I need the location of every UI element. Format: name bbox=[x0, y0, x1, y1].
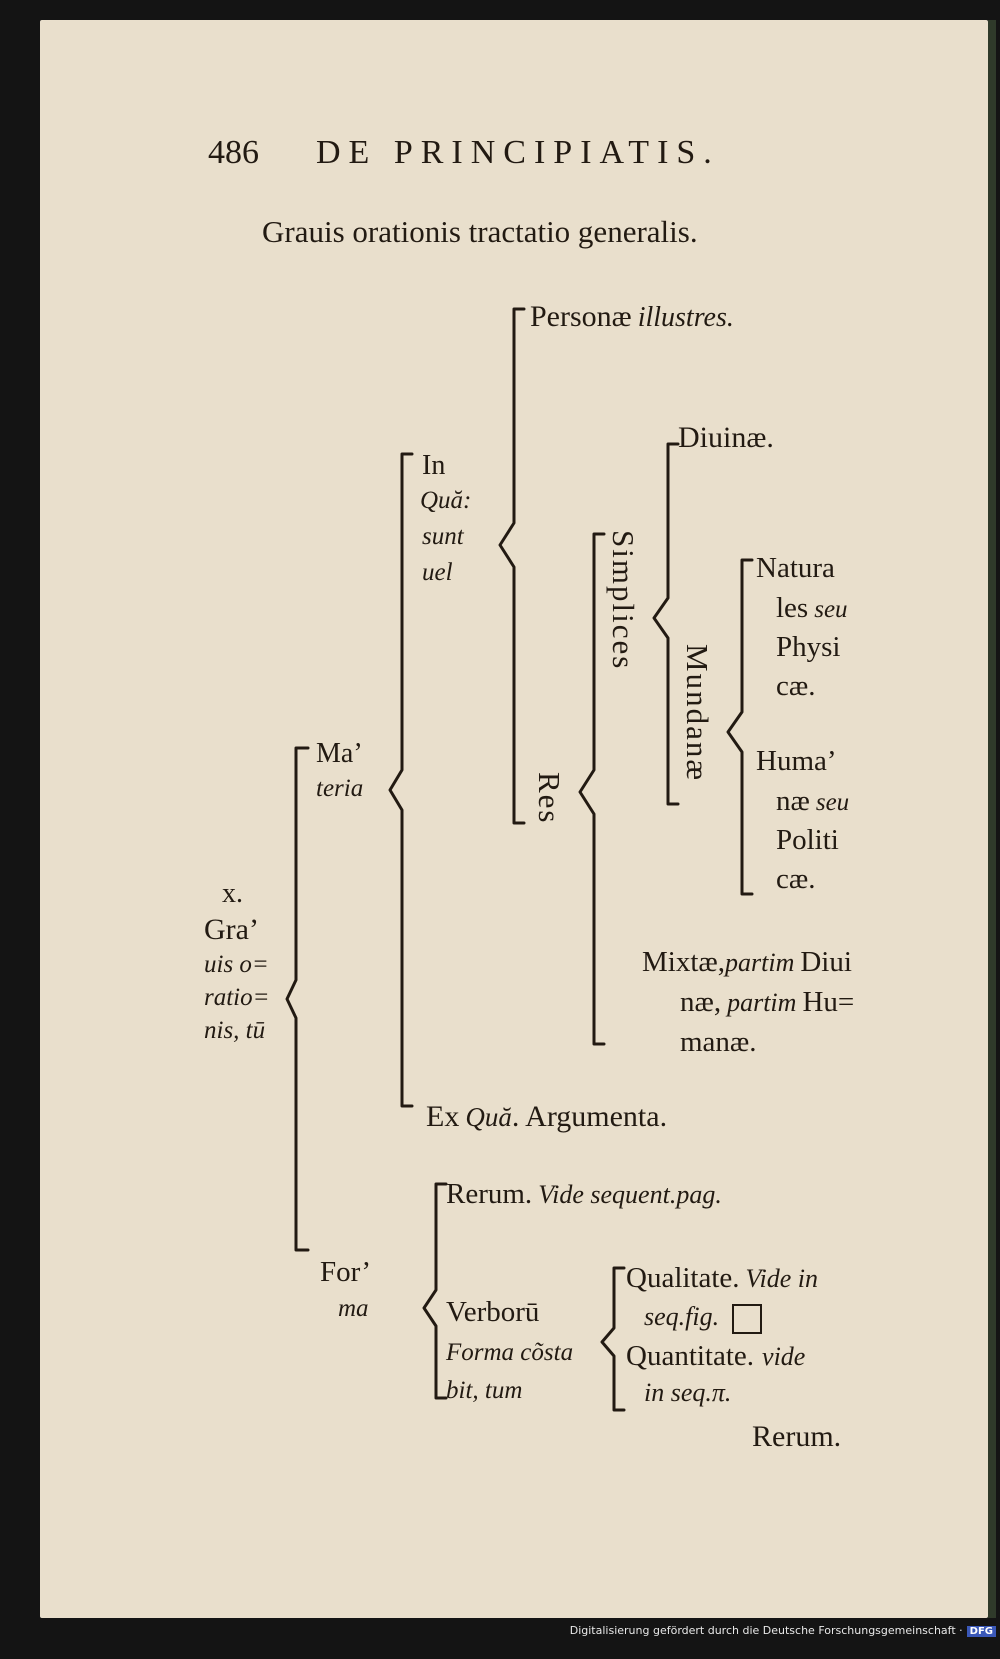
footer-credit: Digitalisierung gefördert durch die Deut… bbox=[0, 1624, 996, 1637]
verborum-label-1: Verborū bbox=[446, 1296, 540, 1328]
rerum-text: Rerum. bbox=[446, 1178, 533, 1210]
mixtae-partim-1: partim bbox=[725, 948, 795, 977]
personae-text: Personæ bbox=[530, 300, 632, 333]
mixtae-partim-2: partim bbox=[727, 988, 797, 1017]
in-qua-label-4: uel bbox=[422, 559, 453, 586]
mixtae-label-3: manæ. bbox=[680, 1026, 757, 1058]
qualitate-label-2: seq.fig. bbox=[644, 1302, 720, 1331]
humanae-seu: seu bbox=[815, 789, 850, 816]
in-qua-label-1: In bbox=[422, 450, 446, 481]
brace-res bbox=[572, 530, 606, 1048]
naturales-label-3: Physi bbox=[776, 631, 841, 663]
brace-materia bbox=[384, 450, 414, 1110]
diuinae-label: Diuinæ. bbox=[678, 421, 774, 454]
qualitate-label-1: Qualitate.Vide in bbox=[626, 1264, 818, 1293]
rerum-italic: Vide sequent.pag. bbox=[538, 1180, 722, 1209]
root-label-1: x. bbox=[222, 878, 243, 909]
mixtae-hu: Hu= bbox=[802, 986, 855, 1018]
root-label-2: Gra’ bbox=[204, 913, 259, 946]
humanae-label-1: Huma’ bbox=[756, 745, 837, 777]
materia-label-2: teria bbox=[316, 775, 364, 802]
page-heading: Grauis orationis tractatio generalis. bbox=[262, 214, 698, 249]
mundanae-label: Mundanæ bbox=[680, 644, 715, 782]
brace-root bbox=[284, 744, 310, 1254]
simplices-label: Simplices bbox=[606, 530, 641, 671]
root-label-4: ratio= bbox=[204, 984, 270, 1011]
page-number: 486 bbox=[208, 134, 259, 171]
brace-simplices bbox=[646, 440, 680, 808]
catchword: Rerum. bbox=[752, 1420, 842, 1453]
in-qua-label-3: sunt bbox=[422, 523, 464, 550]
naturales-label-4: cæ. bbox=[776, 670, 816, 702]
root-label-5: nis, tū bbox=[204, 1017, 266, 1044]
qualitate-italic: Vide in bbox=[745, 1264, 818, 1293]
personae-italic: illustres. bbox=[637, 302, 734, 333]
qua-italic: Quă bbox=[465, 1102, 512, 1132]
forma-label-2: ma bbox=[338, 1295, 369, 1322]
dfg-logo: DFG bbox=[966, 1626, 996, 1637]
argumenta-text: . Argumenta. bbox=[511, 1100, 668, 1133]
quantitate-label-2: in seq.π. bbox=[644, 1378, 732, 1407]
book-edge bbox=[988, 20, 996, 1618]
mixtae-nae: næ, bbox=[680, 986, 722, 1018]
in-qua-label-2: Quă: bbox=[420, 487, 472, 514]
brace-forma bbox=[418, 1180, 448, 1402]
ex-text: Ex bbox=[426, 1100, 460, 1133]
naturales-seu: seu bbox=[814, 596, 848, 623]
forma-label-1: For’ bbox=[320, 1256, 372, 1288]
figure-square-mark bbox=[732, 1304, 762, 1334]
humanae-nae: næ bbox=[776, 785, 810, 817]
verborum-label-3: bit, tum bbox=[446, 1377, 523, 1404]
brace-in-qua bbox=[492, 305, 526, 827]
brace-mundanae bbox=[720, 556, 754, 898]
quantitate-label-1: Quantitate.vide bbox=[626, 1342, 805, 1371]
verborum-label-2: Forma cõsta bbox=[446, 1339, 574, 1366]
root-label-3: uis o= bbox=[204, 951, 269, 978]
humanae-label-4: cæ. bbox=[776, 863, 816, 895]
running-title: DE PRINCIPIATIS. bbox=[316, 134, 720, 171]
qualitate-text: Qualitate. bbox=[626, 1262, 740, 1294]
naturales-label-1: Natura bbox=[756, 552, 835, 584]
footer-text: Digitalisierung gefördert durch die Deut… bbox=[569, 1624, 963, 1637]
quantitate-text: Quantitate. bbox=[626, 1340, 755, 1372]
materia-label-1: Ma’ bbox=[316, 738, 363, 769]
mixtae-diui: Diui bbox=[800, 946, 852, 978]
rerum-label: Rerum.Vide sequent.pag. bbox=[446, 1180, 722, 1209]
naturales-les: les bbox=[776, 592, 809, 624]
mixtae-text: Mixtæ, bbox=[642, 946, 725, 978]
res-label: Res bbox=[532, 772, 567, 825]
book-page: 486 DE PRINCIPIATIS. Grauis orationis tr… bbox=[40, 20, 988, 1618]
brace-verborum bbox=[596, 1264, 626, 1414]
quantitate-italic: vide bbox=[762, 1342, 806, 1371]
humanae-label-3: Politi bbox=[776, 824, 839, 856]
